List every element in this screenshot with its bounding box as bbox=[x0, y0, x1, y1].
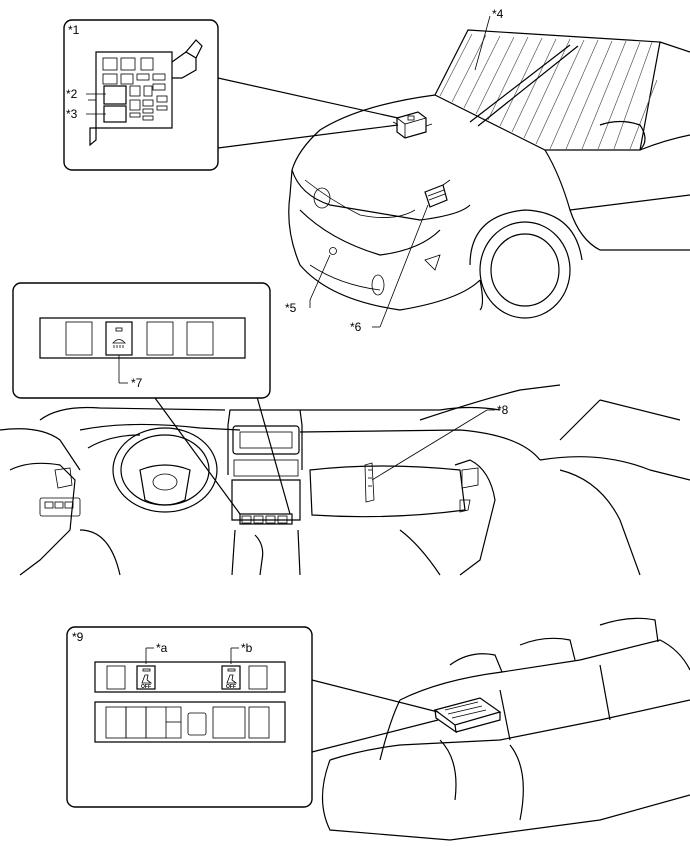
relay-block-component bbox=[392, 111, 433, 139]
leader-lines bbox=[309, 15, 495, 481]
label-7: *7 bbox=[131, 376, 143, 390]
rear-seat-illustration bbox=[321, 617, 690, 841]
rear-switch-panel-component bbox=[433, 697, 502, 734]
front-wheel bbox=[469, 209, 583, 319]
label-3: *3 bbox=[66, 107, 78, 121]
switch-off-text-b: OFF bbox=[226, 684, 236, 690]
windshield-glass bbox=[434, 29, 661, 151]
label-2: *2 bbox=[66, 87, 78, 101]
callout-defogger-switch bbox=[12, 282, 291, 515]
switch-off-text-a: OFF bbox=[141, 684, 151, 690]
label-4: *4 bbox=[492, 7, 504, 21]
label-b: *b bbox=[241, 641, 253, 655]
label-5: *5 bbox=[285, 301, 297, 315]
label-9: *9 bbox=[72, 630, 84, 644]
callout-relay-block bbox=[63, 19, 399, 171]
label-a: *a bbox=[156, 641, 168, 655]
callout-seat-heater-panel bbox=[66, 626, 439, 808]
ecu-component bbox=[424, 179, 451, 208]
sensor-component bbox=[329, 247, 337, 255]
dashboard-illustration bbox=[0, 384, 690, 576]
steering-wheel bbox=[112, 427, 218, 513]
label-1: *1 bbox=[68, 23, 80, 37]
label-8: *8 bbox=[497, 403, 509, 417]
car-front-illustration bbox=[288, 29, 690, 319]
label-6: *6 bbox=[350, 320, 362, 334]
